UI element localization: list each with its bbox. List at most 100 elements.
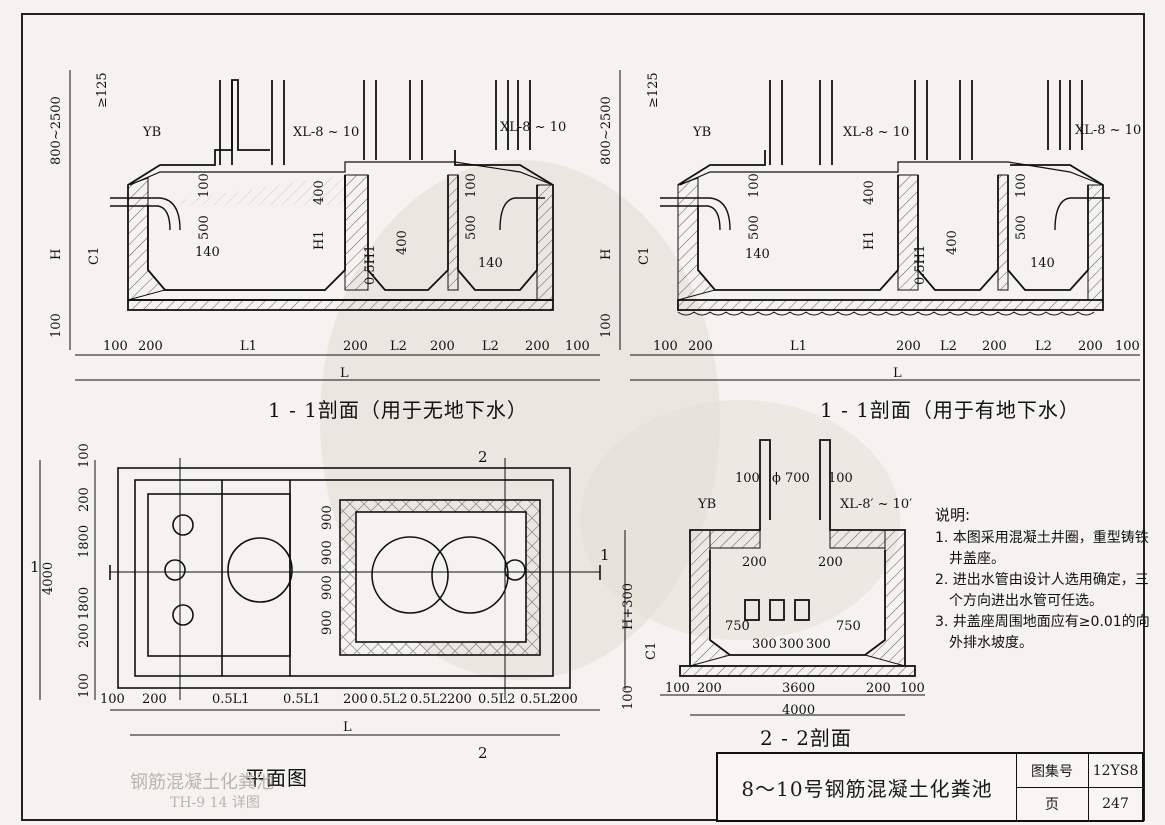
s22-b-200b: 200	[866, 681, 891, 696]
plan-b-05L2b: 0.5L2	[410, 692, 448, 707]
right-in-100a: 100	[747, 173, 762, 198]
right-in-05H1: 0.5H1	[913, 245, 928, 285]
left-section-title: 1 - 1剖面（用于无地下水）	[268, 398, 528, 422]
plan-cut-2-top: 2	[478, 448, 488, 466]
right-b-100b: 100	[1115, 339, 1140, 354]
left-xl1-label: XL-8 ~ 10	[293, 125, 359, 140]
right-b-200c: 200	[982, 339, 1007, 354]
s22-in-300a: 300	[752, 637, 777, 652]
plan-b-100: 100	[100, 692, 125, 707]
plan-b-200a: 200	[142, 692, 167, 707]
s22-in-200b: 200	[818, 555, 843, 570]
left-dim-H: H	[49, 249, 64, 260]
right-b-200d: 200	[1078, 339, 1103, 354]
right-b-200b: 200	[896, 339, 921, 354]
s22-yb-label: YB	[697, 497, 716, 512]
left-in-400b: 400	[395, 230, 410, 255]
left-in-140b: 140	[478, 256, 503, 271]
left-in-H1: H1	[312, 230, 327, 250]
left-in-500b: 500	[464, 215, 479, 240]
right-in-100b: 100	[1014, 173, 1029, 198]
page-label: 页	[1016, 787, 1089, 820]
plan-b-05L2c: 0.5L2	[478, 692, 516, 707]
note-item-2: 2. 进出水管由设计人选用确定，三个方向进出水管可任选。	[935, 572, 1149, 609]
note-item-3: 3. 井盖座周围地面应有≥0.01的向外排水坡度。	[935, 614, 1150, 651]
left-in-05H1: 0.5H1	[363, 245, 378, 285]
s22-b-3600: 3600	[782, 681, 815, 696]
left-in-100b: 100	[464, 173, 479, 198]
plan-cut-2-bottom: 2	[478, 744, 488, 762]
plan-left-200a: 200	[77, 487, 92, 512]
left-b-200d: 200	[525, 339, 550, 354]
s22-xl-label: XL-8′ ~ 10′	[840, 497, 912, 512]
right-yb-label: YB	[692, 125, 711, 140]
s22-v-C1: C1	[644, 642, 659, 660]
left-yb-label: YB	[142, 125, 161, 140]
plan-left-100a: 100	[77, 443, 92, 468]
right-in-500a: 500	[747, 215, 762, 240]
plan-cut-1-left: 1	[30, 558, 40, 576]
right-b-L2b: L2	[1035, 339, 1052, 354]
notes-block: 说明: 1. 本图采用混凝土井圈，重型铸铁井盖座。 2. 进出水管由设计人选用确…	[935, 505, 1160, 654]
plan-left-200b: 200	[77, 623, 92, 648]
plan-total-L: L	[343, 720, 352, 735]
plan-in-900c: 900	[320, 575, 335, 600]
s22-in-750b: 750	[836, 619, 861, 634]
left-total-L: L	[340, 366, 349, 381]
plan-left-100b: 100	[77, 673, 92, 698]
left-in-140a: 140	[195, 245, 220, 260]
right-xl2-label: XL-8 ~ 10	[1075, 123, 1141, 138]
title-block: 8～10号钢筋混凝土化粪池 图集号 12YS8 页 247	[716, 752, 1144, 822]
left-xl2-label: XL-8 ~ 10	[500, 120, 566, 135]
right-section-title: 1 - 1剖面（用于有地下水）	[820, 398, 1080, 422]
left-dim-ge125: ≥125	[95, 72, 110, 108]
left-b-100a: 100	[103, 339, 128, 354]
right-total-L: L	[893, 366, 902, 381]
s22-total: 4000	[782, 703, 815, 718]
left-b-200c: 200	[430, 339, 455, 354]
note-item-1: 1. 本图采用混凝土井圈，重型铸铁井盖座。	[935, 530, 1149, 567]
right-in-400a: 400	[862, 180, 877, 205]
plan-left-1800a: 1800	[77, 525, 92, 558]
plan-drawing	[109, 458, 601, 700]
right-dim-H: H	[599, 249, 614, 260]
plan-b-05L1a: 0.5L1	[212, 692, 250, 707]
s22-b-200a: 200	[697, 681, 722, 696]
drawing-name: 8～10号钢筋混凝土化粪池	[718, 754, 1017, 820]
left-in-400a: 400	[312, 180, 327, 205]
plan-b-05L1b: 0.5L1	[283, 692, 321, 707]
plan-left-1800b: 1800	[77, 587, 92, 620]
s22-in-300c: 300	[806, 637, 831, 652]
right-b-L2a: L2	[940, 339, 957, 354]
right-dim-ge125: ≥125	[646, 72, 661, 108]
plan-b-200d: 200	[553, 692, 578, 707]
left-dim-C1: C1	[87, 247, 102, 265]
right-in-H1: H1	[862, 230, 877, 250]
atlas-number-label: 图集号	[1016, 754, 1089, 788]
plan-left-4000: 4000	[41, 562, 56, 595]
right-in-500b: 500	[1014, 215, 1029, 240]
right-in-400b: 400	[945, 230, 960, 255]
ghost-sub: TH-9 14 详图	[170, 795, 260, 811]
right-dim-100v: 100	[599, 313, 614, 338]
plan-b-200b: 200	[343, 692, 368, 707]
left-b-200b: 200	[343, 339, 368, 354]
left-in-100a: 100	[197, 173, 212, 198]
ghost-title: 钢筋混凝土化粪池	[130, 772, 274, 793]
s22-v-H300: H+300	[621, 583, 636, 630]
page-number-value: 247	[1102, 795, 1129, 812]
plan-b-05L2a: 0.5L2	[370, 692, 408, 707]
left-b-L2b: L2	[482, 339, 499, 354]
s22-dia-label: ϕ 700	[772, 471, 810, 486]
left-dim-100v: 100	[49, 313, 64, 338]
right-in-140b: 140	[1030, 256, 1055, 271]
right-dim-800-2500: 800~2500	[599, 96, 614, 165]
left-dim-800-2500: 800~2500	[49, 96, 64, 165]
right-xl1-label: XL-8 ~ 10	[843, 125, 909, 140]
s22-b-100b: 100	[900, 681, 925, 696]
s22-in-200a: 200	[742, 555, 767, 570]
right-in-140a: 140	[745, 247, 770, 262]
left-b-100b: 100	[565, 339, 590, 354]
left-section-drawing	[110, 79, 554, 311]
